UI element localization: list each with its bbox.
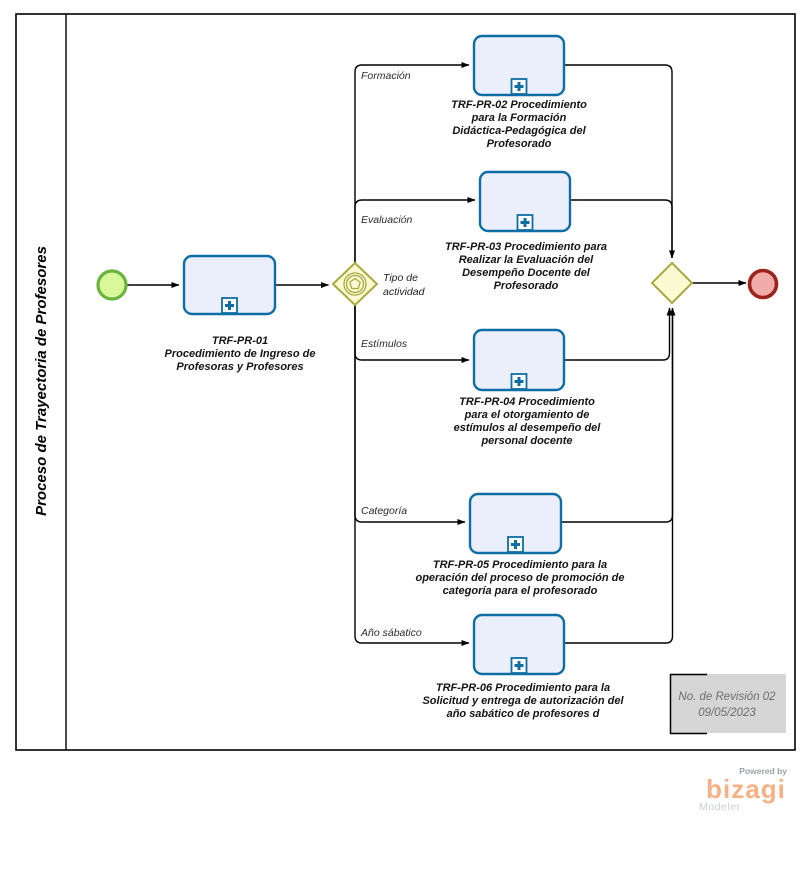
plus-glyph — [514, 661, 524, 670]
svg-text:Profesoras y Profesores: Profesoras y Profesores — [176, 361, 303, 373]
gateway-outer-circle-icon — [343, 272, 367, 296]
plus-glyph — [514, 82, 524, 91]
task6-label: TRF-PR-06 Procedimiento para la Solicitu… — [422, 682, 624, 720]
svg-text:TRF-PR-06 Procedimiento para l: TRF-PR-06 Procedimiento para la — [436, 682, 610, 694]
gateway1-label: Tipo de actividad — [383, 272, 426, 298]
task-trf-pr-02[interactable] — [472, 34, 566, 97]
branch-label-categoria: Categoría — [361, 505, 407, 517]
svg-text:Desempeño Docente del: Desempeño Docente del — [462, 267, 591, 279]
svg-text:Tipo de: Tipo de — [383, 272, 418, 284]
svg-text:para el otorgamiento de: para el otorgamiento de — [464, 409, 590, 421]
plus-glyph — [511, 540, 520, 549]
task-trf-pr-04[interactable] — [472, 328, 566, 392]
revision-annotation[interactable]: No. de Revisión 02 09/05/2023 — [669, 673, 786, 735]
svg-text:Realizar la Evaluación del: Realizar la Evaluación del — [459, 254, 594, 266]
bizagi-logo: bizagi — [706, 774, 786, 804]
plus-glyph — [514, 377, 524, 386]
task-box[interactable] — [478, 170, 572, 233]
task-box[interactable] — [182, 254, 277, 316]
svg-text:Profesorado: Profesorado — [494, 280, 559, 292]
branch-label-evaluacion: Evaluación — [361, 214, 413, 226]
pool-title: Proceso de Trayectoria de Profesores — [33, 246, 50, 516]
task2-label: TRF-PR-02 Procedimiento para la Formació… — [451, 99, 587, 150]
svg-text:TRF-PR-01: TRF-PR-01 — [212, 335, 268, 347]
task-trf-pr-01[interactable] — [182, 254, 277, 316]
svg-text:Didáctica-Pedagógica del: Didáctica-Pedagógica del — [452, 125, 586, 137]
task4-label: TRF-PR-04 Procedimiento para el otorgami… — [454, 396, 602, 447]
task5-label: TRF-PR-05 Procedimiento para la operació… — [415, 559, 624, 597]
pool-border[interactable] — [15, 13, 796, 751]
end-event[interactable] — [747, 268, 779, 300]
flow-gateway-to-task2[interactable] — [354, 62, 470, 263]
svg-text:Profesorado: Profesorado — [487, 138, 552, 150]
flow-task2-to-merge[interactable] — [564, 64, 675, 259]
merge-gateway[interactable] — [650, 261, 694, 305]
branch-label-formacion: Formación — [361, 70, 411, 82]
branch-label-estimulos: Estímulos — [361, 338, 408, 350]
branch-label-ano-sabatico: Año sábatico — [360, 627, 422, 639]
plus-glyph — [520, 218, 530, 227]
task-trf-pr-06[interactable] — [472, 613, 566, 676]
svg-text:TRF-PR-05 Procedimiento para l: TRF-PR-05 Procedimiento para la — [433, 559, 607, 571]
pool[interactable]: Proceso de Trayectoria de Profesores — [15, 13, 796, 751]
svg-text:para la Formación: para la Formación — [471, 112, 567, 124]
svg-text:personal docente: personal docente — [480, 435, 572, 447]
pentagon-icon — [349, 277, 361, 290]
flow-task6-to-merge[interactable] — [564, 312, 674, 644]
task-box[interactable] — [472, 34, 566, 97]
annotation-box[interactable] — [670, 674, 786, 733]
flow-gateway-to-task3[interactable] — [354, 197, 476, 263]
task-trf-pr-05[interactable] — [468, 492, 563, 555]
task1-label: TRF-PR-01 Procedimiento de Ingreso de Pr… — [165, 335, 316, 373]
sequence-flows — [126, 62, 747, 646]
svg-text:estímulos al desempeño del: estímulos al desempeño del — [454, 422, 602, 434]
task-box[interactable] — [472, 328, 566, 392]
gateway-inner-circle-icon — [345, 274, 365, 294]
flow-task4-to-merge[interactable] — [564, 307, 673, 361]
event-gateway-tipo-de-actividad[interactable] — [331, 261, 379, 307]
svg-text:año sabático de profesores d: año sabático de profesores d — [447, 708, 600, 720]
svg-text:Solicitud y entrega de autoriz: Solicitud y entrega de autorización del — [422, 695, 624, 707]
plus-glyph — [225, 301, 234, 310]
task-trf-pr-03[interactable] — [478, 170, 572, 233]
task-box[interactable] — [468, 492, 563, 555]
start-event[interactable] — [96, 269, 128, 301]
flow-task3-to-merge[interactable] — [570, 199, 673, 258]
task-box[interactable] — [472, 613, 566, 676]
bizagi-branding: Powered by bizagi Modeler — [699, 766, 787, 813]
svg-text:TRF-PR-04 Procedimiento: TRF-PR-04 Procedimiento — [459, 396, 595, 408]
annotation-line1: No. de Revisión 02 — [678, 691, 776, 703]
powered-by-label: Powered by — [739, 766, 787, 776]
gateway-diamond[interactable] — [331, 261, 379, 307]
svg-text:actividad: actividad — [383, 286, 426, 298]
svg-text:TRF-PR-02 Procedimiento: TRF-PR-02 Procedimiento — [451, 99, 587, 111]
annotation-line2: 09/05/2023 — [698, 707, 756, 719]
task3-label: TRF-PR-03 Procedimiento para Realizar la… — [445, 241, 607, 292]
svg-text:TRF-PR-03 Procedimiento para: TRF-PR-03 Procedimiento para — [445, 241, 607, 253]
modeler-label: Modeler — [699, 801, 740, 813]
svg-text:categoría para el profesorado: categoría para el profesorado — [443, 585, 598, 597]
flow-gateway-to-task6[interactable] — [354, 305, 470, 646]
annotation-bracket — [669, 673, 707, 735]
svg-text:operación del proceso de promo: operación del proceso de promoción de — [415, 572, 624, 584]
svg-text:Procedimiento de Ingreso de: Procedimiento de Ingreso de — [165, 348, 316, 360]
